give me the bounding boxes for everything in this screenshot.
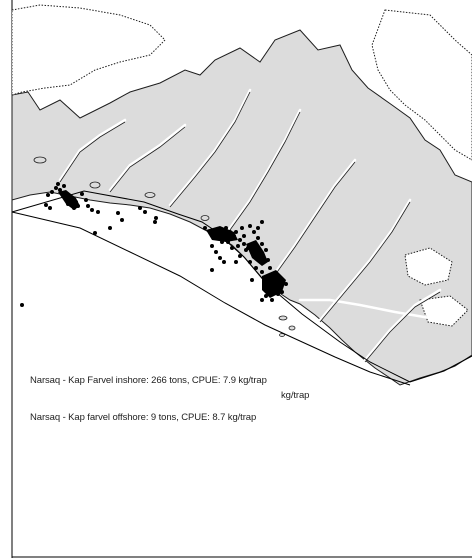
catch-point bbox=[84, 198, 88, 202]
catch-point bbox=[238, 254, 242, 258]
catch-point bbox=[50, 190, 54, 194]
catch-point bbox=[203, 226, 207, 230]
island bbox=[278, 315, 288, 321]
catch-point bbox=[154, 216, 158, 220]
catch-point bbox=[256, 226, 260, 230]
fjord bbox=[268, 158, 357, 282]
catch-point bbox=[264, 248, 268, 252]
inland-ice-north bbox=[11, 4, 166, 96]
island bbox=[89, 181, 101, 189]
fjord-edge bbox=[109, 126, 186, 193]
offshore-caption: Narsaq - Kap farvel offshore: 9 tons, CP… bbox=[30, 412, 257, 423]
catch-point bbox=[260, 242, 264, 246]
coastal-islands bbox=[33, 156, 296, 337]
catch-point bbox=[260, 298, 264, 302]
fjord bbox=[223, 108, 302, 237]
catch-point bbox=[236, 244, 240, 248]
greenland-land bbox=[11, 29, 472, 386]
catch-point bbox=[248, 224, 252, 228]
fjord-edges bbox=[59, 91, 441, 363]
catch-point bbox=[20, 303, 24, 307]
catch-point bbox=[138, 206, 142, 210]
island bbox=[33, 156, 47, 164]
catch-point bbox=[90, 208, 94, 212]
catch-point bbox=[270, 298, 274, 302]
catch-point bbox=[234, 230, 238, 234]
catch-point bbox=[86, 204, 90, 208]
catch-point bbox=[56, 182, 60, 186]
catch-point bbox=[210, 268, 214, 272]
fjord-edge bbox=[224, 111, 301, 238]
catch-point bbox=[80, 192, 84, 196]
fjord bbox=[168, 88, 252, 207]
catch-point bbox=[58, 188, 62, 192]
catch-point bbox=[234, 260, 238, 264]
catch-point bbox=[93, 231, 97, 235]
catch-point bbox=[256, 236, 260, 240]
fjord-edge bbox=[59, 121, 126, 183]
catch-cluster bbox=[246, 240, 268, 266]
inshore-caption: Narsaq - Kap Farvel inshore: 266 tons, C… bbox=[30, 375, 267, 386]
catch-point bbox=[46, 193, 50, 197]
catch-point bbox=[116, 211, 120, 215]
catch-point bbox=[230, 246, 234, 250]
catch-point bbox=[250, 278, 254, 282]
fjord-edge bbox=[319, 201, 411, 323]
catch-cluster bbox=[262, 270, 286, 298]
catch-positions bbox=[20, 182, 288, 307]
catch-point bbox=[44, 203, 48, 207]
fjords bbox=[58, 88, 442, 362]
island bbox=[200, 215, 210, 221]
catch-point bbox=[244, 248, 248, 252]
catch-point bbox=[254, 266, 258, 270]
inland-ice-patch bbox=[404, 247, 453, 286]
catch-point bbox=[268, 266, 272, 270]
fjord-edge bbox=[169, 91, 251, 208]
catch-cluster bbox=[206, 226, 238, 242]
catch-cluster bbox=[58, 190, 80, 210]
island bbox=[279, 333, 285, 337]
catch-point bbox=[54, 186, 58, 190]
inshore-caption-unit: kg/trap bbox=[281, 390, 310, 401]
catch-point bbox=[248, 260, 252, 264]
catch-point bbox=[153, 220, 157, 224]
catch-point bbox=[214, 250, 218, 254]
catch-point bbox=[62, 184, 66, 188]
catch-point bbox=[260, 270, 264, 274]
fjord bbox=[58, 118, 127, 182]
fjord bbox=[298, 298, 432, 320]
offshore-boundary-line bbox=[11, 211, 411, 386]
catch-point bbox=[240, 226, 244, 230]
catch-point bbox=[260, 220, 264, 224]
catch-point bbox=[252, 230, 256, 234]
fjord-edge bbox=[269, 161, 356, 283]
inland-ice-patch bbox=[419, 295, 469, 327]
catch-point bbox=[108, 226, 112, 230]
fjord-edge bbox=[364, 291, 441, 363]
catch-point bbox=[120, 218, 124, 222]
catch-point bbox=[143, 210, 147, 214]
catch-point bbox=[238, 238, 242, 242]
catch-point bbox=[48, 206, 52, 210]
catch-point bbox=[96, 210, 100, 214]
catch-point bbox=[210, 244, 214, 248]
inland-ice-east bbox=[371, 9, 472, 161]
island bbox=[288, 325, 296, 331]
fjord bbox=[363, 288, 442, 362]
fjord bbox=[108, 123, 187, 192]
catch-point bbox=[222, 260, 226, 264]
catch-point bbox=[242, 242, 246, 246]
catch-point bbox=[218, 256, 222, 260]
catch-point bbox=[242, 234, 246, 238]
island bbox=[144, 192, 156, 198]
